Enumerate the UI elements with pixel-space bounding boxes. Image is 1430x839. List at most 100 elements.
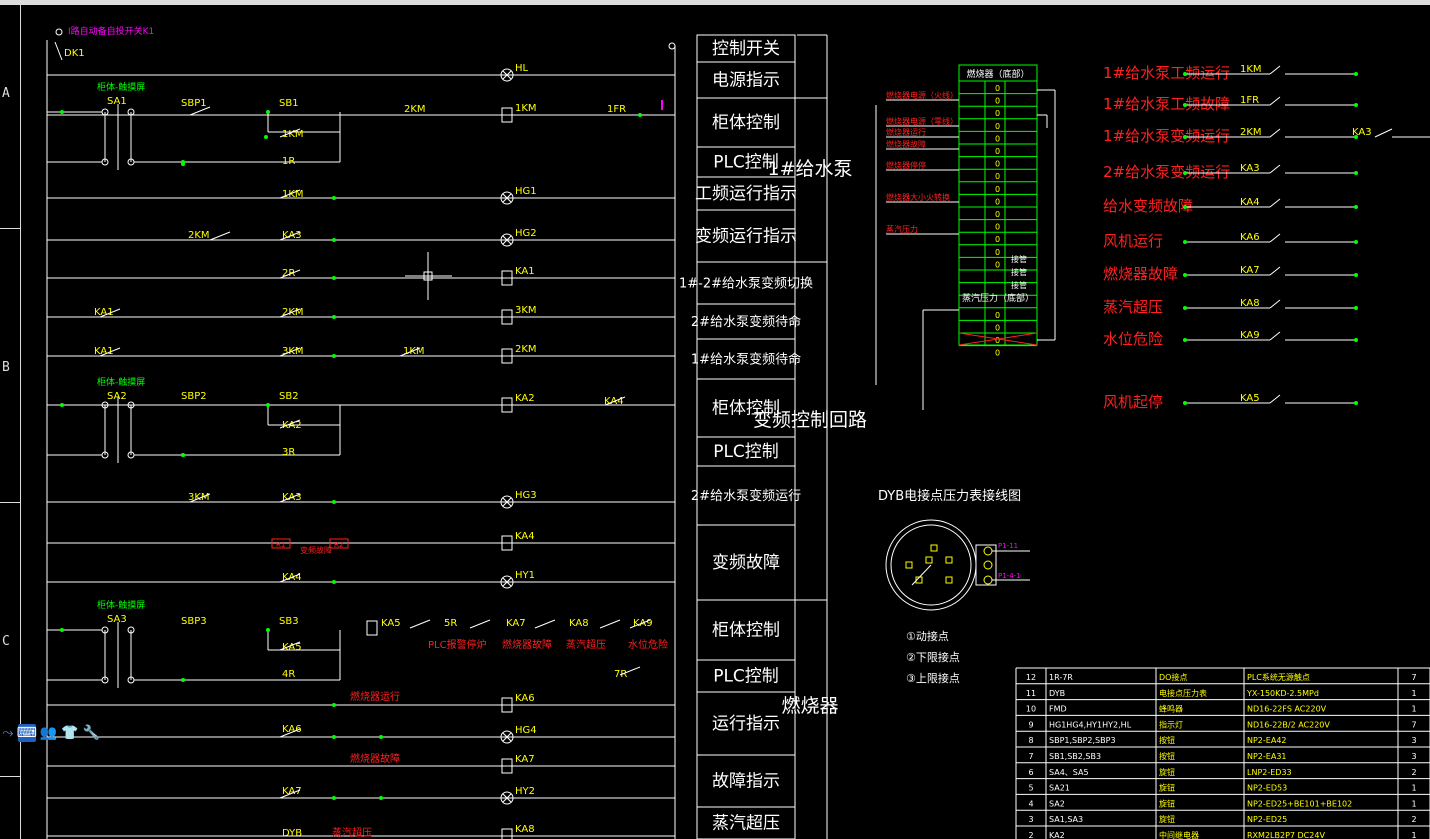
resistor-r1 — [271, 538, 291, 549]
contact-label: 4R — [282, 669, 295, 680]
bom-cell: ND16-22B/2 AC220V — [1247, 720, 1330, 729]
bom-cell: PLC系统无源触点 — [1247, 672, 1310, 682]
sb-label: SB3 — [279, 616, 299, 627]
contact-symbol — [409, 619, 431, 629]
contact-symbol — [99, 347, 121, 357]
terminal-num: 0 — [995, 349, 1000, 358]
device-label: KA8 — [515, 824, 535, 835]
contact-label: 5R — [444, 618, 457, 629]
lamp-cross — [502, 70, 512, 80]
bom-cell: SA4、SA5 — [1049, 768, 1089, 777]
device-label: HG1 — [515, 186, 537, 197]
bom-cell: 9 — [1028, 720, 1033, 729]
bom-cell: 11 — [1026, 689, 1036, 698]
terminal-num: 0 — [995, 134, 1000, 143]
function-label: PLC控制 — [713, 442, 779, 462]
signal-contact: KA8 — [1240, 298, 1260, 309]
bom-cell: 旋钮 — [1159, 814, 1175, 824]
device-label: KA4 — [515, 531, 535, 542]
lamp-cross — [502, 497, 512, 507]
spare-label: 接管 — [1011, 254, 1027, 264]
terminal-wire-label: 燃烧器大小火转换 — [886, 192, 950, 202]
junction-dot — [332, 580, 336, 584]
contact-label: 2R — [282, 268, 295, 279]
gauge-wire-label: P1-4-1 — [998, 572, 1021, 580]
left-ruler: A B C — [0, 0, 21, 839]
junction-dot — [266, 628, 270, 632]
contact-symbol — [279, 128, 301, 138]
people-icon[interactable]: 👥 — [39, 725, 58, 741]
device-label: HG4 — [515, 725, 537, 736]
device-label: 1KM — [515, 103, 537, 114]
bom-cell: 指示灯 — [1159, 719, 1183, 729]
device-label: KA2 — [515, 393, 535, 404]
signal-contact-symbol — [1269, 65, 1281, 75]
bom-cell: SBP1,SBP2,SBP3 — [1049, 736, 1116, 745]
sb-label: SB1 — [279, 98, 299, 109]
shirt-icon[interactable]: 👕 — [61, 725, 79, 741]
contact-symbol — [279, 789, 301, 799]
signal-contact-symbol — [1269, 394, 1281, 404]
signal-label: 给水变频故障 — [1103, 197, 1193, 215]
bom-cell: 旋钮 — [1159, 767, 1175, 777]
bom-cell: 中间继电器 — [1159, 830, 1199, 839]
junction-dot — [60, 110, 64, 114]
bom-cell: RXM2LB2P7 DC24V — [1247, 831, 1325, 839]
junction-dot — [332, 703, 336, 707]
water-label: 水位危险 — [628, 638, 668, 651]
junction-dot — [1354, 338, 1358, 342]
contact-label: KA1 — [94, 307, 114, 318]
signal-label: 1#给水泵变频运行 — [1103, 127, 1230, 145]
contact-symbol — [279, 728, 301, 738]
bom-cell: 2 — [1028, 831, 1033, 839]
plc-alarm-label: PLC报警停炉 — [428, 638, 487, 651]
link-icon[interactable]: ⤳ — [2, 725, 14, 741]
device-label: 2KM — [515, 344, 537, 355]
indicator-lamp — [500, 575, 514, 589]
signal-contact: 2KM — [1240, 127, 1262, 138]
device-label: HL — [515, 63, 529, 74]
bom-cell: 2 — [1411, 768, 1416, 777]
bom-cell: NP2-EA31 — [1247, 752, 1287, 761]
keyboard-icon[interactable]: ⌨ — [16, 724, 37, 742]
junction-dot — [1354, 273, 1358, 277]
function-label: 变频故障 — [712, 553, 780, 573]
relay-coil — [501, 697, 513, 713]
junction-dot — [264, 135, 268, 139]
bom-cell: NP2-ED25+BE101+BE102 — [1247, 799, 1352, 808]
terminal-num: 0 — [995, 323, 1000, 332]
sa-node — [127, 626, 135, 634]
junction-dot — [1354, 135, 1358, 139]
indicator-lamp — [500, 191, 514, 205]
bom-cell: 5 — [1028, 784, 1033, 793]
signal-label: 1#给水泵工频故障 — [1103, 95, 1230, 113]
bom-cell: 3 — [1028, 815, 1033, 824]
junction-dot — [60, 403, 64, 407]
signal-label: 风机运行 — [1103, 232, 1163, 250]
function-label: 柜体控制 — [712, 399, 780, 419]
contact-symbol — [279, 573, 301, 583]
signal-contact-symbol — [1269, 164, 1281, 174]
cad-toolbar: ⤳ ⌨ 👥 👕 🔧 — [0, 718, 100, 748]
wrench-icon[interactable]: 🔧 — [82, 725, 100, 741]
contact-label: 3KM — [188, 492, 210, 503]
bom-cell: 蜂鸣器 — [1159, 704, 1183, 714]
signal-contact-symbol — [1269, 233, 1281, 243]
section-title: 燃烧器 — [781, 695, 838, 717]
bom-cell: 8 — [1028, 736, 1033, 745]
sa-node — [127, 108, 135, 116]
junction-dot — [332, 796, 336, 800]
function-label: PLC控制 — [713, 667, 779, 687]
junction-dot — [181, 162, 185, 166]
junction-dot — [1183, 205, 1187, 209]
gauge-port — [983, 575, 993, 585]
bom-cell: 1 — [1411, 831, 1416, 839]
junction-dot — [1183, 273, 1187, 277]
function-label: 故障指示 — [712, 772, 780, 792]
fault-label: 变频故障 — [300, 545, 332, 555]
contact-symbol — [99, 308, 121, 318]
burner-run-label: 燃烧器运行 — [350, 690, 400, 703]
burner-fault-label: 燃烧器故障 — [502, 638, 552, 651]
contact-symbol — [279, 419, 301, 429]
